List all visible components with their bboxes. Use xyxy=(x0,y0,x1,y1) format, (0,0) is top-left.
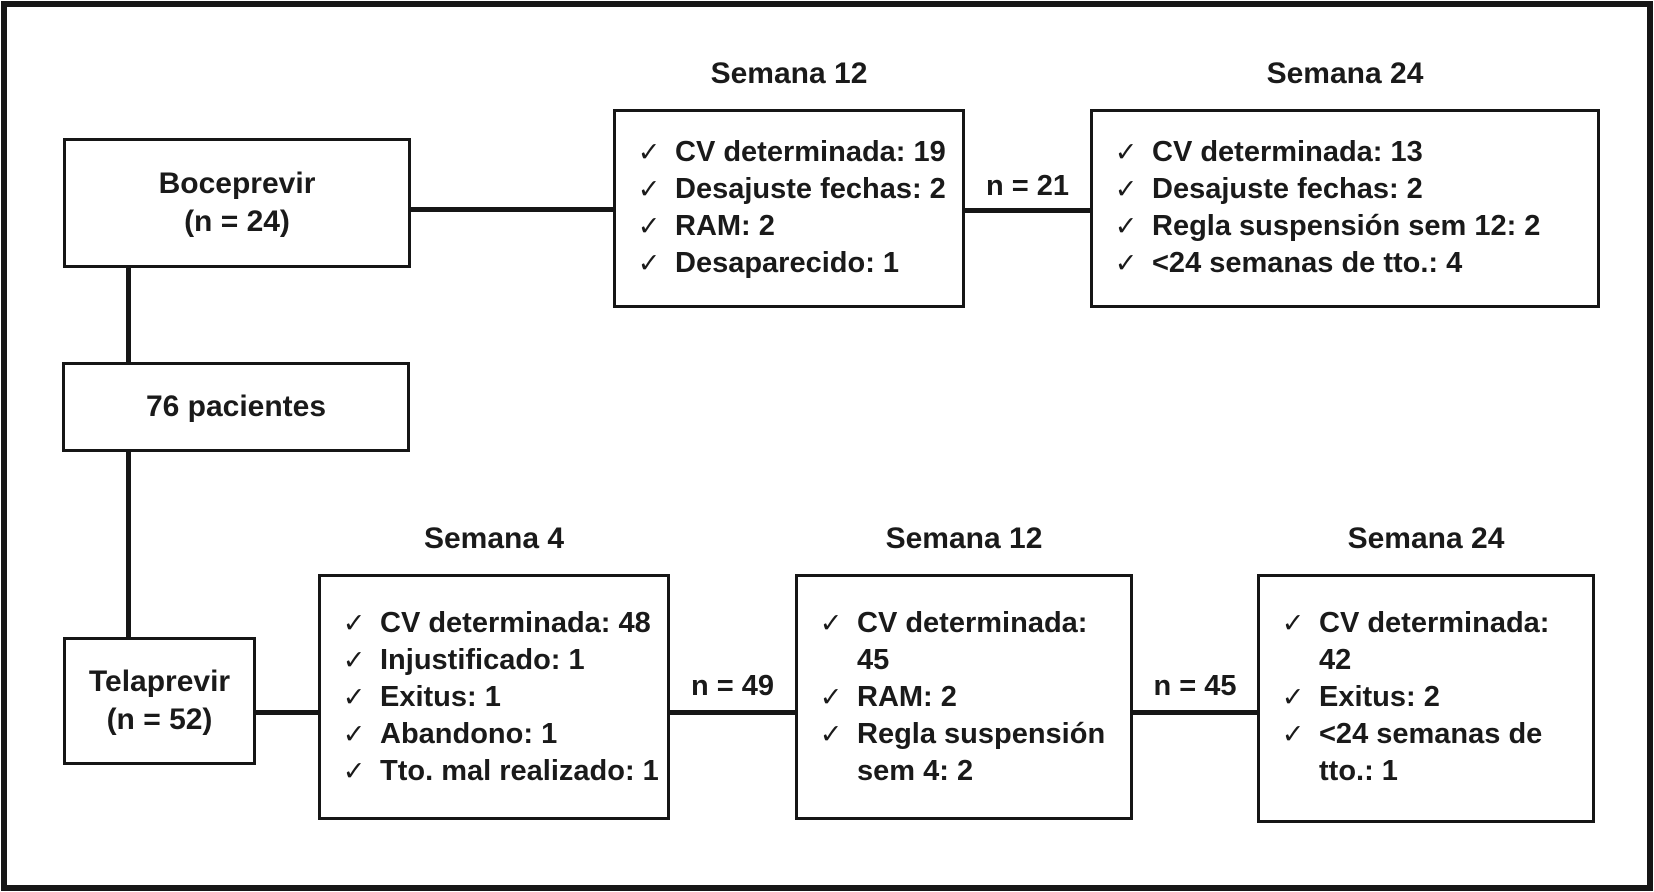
panel-telaprevir-semana-4: ✓ CV determinada: 48 ✓ Injustificado: 1 … xyxy=(318,574,670,820)
check-icon: ✓ xyxy=(637,137,661,167)
checklist-item-text: CV determinada: 42 xyxy=(1319,607,1550,676)
checklist-item-text: RAM: 2 xyxy=(675,210,775,242)
check-icon: ✓ xyxy=(1114,248,1138,278)
panel-title-boceprevir-semana-24: Semana 24 xyxy=(1266,57,1424,90)
checklist-item: ✓ Regla suspensión sem 4: 2 xyxy=(818,716,1122,790)
flow-count-label-n49: n = 49 xyxy=(690,670,775,702)
checklist-item: ✓ CV determinada: 48 xyxy=(341,605,659,642)
checklist-item: ✓ Regla suspensión sem 12: 2 xyxy=(1113,208,1589,245)
checklist-item-text: CV determinada: 13 xyxy=(1152,136,1423,168)
checklist-item: ✓ Exitus: 2 xyxy=(1280,679,1584,716)
check-icon: ✓ xyxy=(637,211,661,241)
checklist-item: ✓ Desajuste fechas: 2 xyxy=(636,171,954,208)
panel-boceprevir-semana-24: ✓ CV determinada: 13 ✓ Desajuste fechas:… xyxy=(1090,109,1600,308)
panel-title-telaprevir-semana-12: Semana 12 xyxy=(885,522,1043,555)
check-icon: ✓ xyxy=(342,756,366,786)
check-icon: ✓ xyxy=(342,682,366,712)
checklist-item-text: <24 semanas de tto.: 1 xyxy=(1319,718,1543,787)
check-icon: ✓ xyxy=(1281,682,1305,712)
check-icon: ✓ xyxy=(342,719,366,749)
arm-name: Boceprevir xyxy=(158,167,316,200)
panel-title-boceprevir-semana-12: Semana 12 xyxy=(710,57,868,90)
checklist-item: ✓ RAM: 2 xyxy=(636,208,954,245)
checklist-item-text: CV determinada: 48 xyxy=(380,607,651,639)
checklist-item: ✓ RAM: 2 xyxy=(818,679,1122,716)
connector-boceprevir-to-total xyxy=(126,265,131,364)
boceprevir-arm-node: Boceprevir (n = 24) xyxy=(63,138,411,268)
total-patients-label: 76 pacientes xyxy=(145,390,327,423)
checklist-item: ✓ Desajuste fechas: 2 xyxy=(1113,171,1589,208)
connector-semana-4-to-semana-12 xyxy=(669,710,796,715)
check-icon: ✓ xyxy=(1281,608,1305,638)
checklist-item: ✓ CV determinada: 42 xyxy=(1280,605,1584,679)
checklist-item-text: Desaparecido: 1 xyxy=(675,247,900,279)
flow-count-label-n45: n = 45 xyxy=(1153,670,1237,702)
arm-name: Telaprevir xyxy=(88,665,231,698)
checklist-item: ✓ CV determinada: 13 xyxy=(1113,134,1589,171)
connector-semana-12-to-semana-24-bottom xyxy=(1132,710,1258,715)
checklist-item-text: RAM: 2 xyxy=(857,681,957,713)
panel-boceprevir-semana-12: ✓ CV determinada: 19 ✓ Desajuste fechas:… xyxy=(613,109,965,308)
check-icon: ✓ xyxy=(819,719,843,749)
checklist-item-text: Desajuste fechas: 2 xyxy=(1152,173,1423,205)
flow-count-label-n21: n = 21 xyxy=(985,170,1070,202)
connector-total-to-telaprevir xyxy=(126,450,131,639)
arm-n: (n = 52) xyxy=(106,703,213,736)
panel-telaprevir-semana-12: ✓ CV determinada: 45 ✓ RAM: 2 ✓ Regla su… xyxy=(795,574,1133,820)
checklist-item-text: Desajuste fechas: 2 xyxy=(675,173,946,205)
check-icon: ✓ xyxy=(819,608,843,638)
checklist-item: ✓ CV determinada: 45 xyxy=(818,605,1122,679)
checklist-item: ✓ Desaparecido: 1 xyxy=(636,245,954,282)
connector-boceprevir-to-semana-12 xyxy=(410,207,614,212)
checklist-item: ✓ Abandono: 1 xyxy=(341,716,659,753)
checklist-item-text: CV determinada: 19 xyxy=(675,136,946,168)
checklist-item: ✓ Tto. mal realizado: 1 xyxy=(341,753,659,790)
check-icon: ✓ xyxy=(1114,211,1138,241)
total-patients-node: 76 pacientes xyxy=(62,362,410,452)
panel-title-telaprevir-semana-24: Semana 24 xyxy=(1347,522,1505,555)
connector-telaprevir-to-semana-4 xyxy=(255,710,319,715)
checklist-item: ✓ Exitus: 1 xyxy=(341,679,659,716)
checklist-item-text: CV determinada: 45 xyxy=(857,607,1088,676)
check-icon: ✓ xyxy=(342,608,366,638)
arm-n: (n = 24) xyxy=(184,205,290,238)
check-icon: ✓ xyxy=(1114,174,1138,204)
check-icon: ✓ xyxy=(819,682,843,712)
checklist-item-text: Regla suspensión sem 12: 2 xyxy=(1152,210,1541,242)
checklist-item-text: Injustificado: 1 xyxy=(380,644,585,676)
panel-telaprevir-semana-24: ✓ CV determinada: 42 ✓ Exitus: 2 ✓ <24 s… xyxy=(1257,574,1595,823)
checklist-item-text: Exitus: 1 xyxy=(380,681,501,713)
connector-semana-12-to-semana-24-top xyxy=(964,208,1091,213)
checklist-item: ✓ <24 semanas de tto.: 1 xyxy=(1280,716,1584,790)
checklist-item: ✓ CV determinada: 19 xyxy=(636,134,954,171)
checklist-item-text: Abandono: 1 xyxy=(380,718,558,750)
panel-title-telaprevir-semana-4: Semana 4 xyxy=(423,522,565,555)
checklist-item-text: Exitus: 2 xyxy=(1319,681,1440,713)
check-icon: ✓ xyxy=(637,248,661,278)
checklist-item-text: <24 semanas de tto.: 4 xyxy=(1152,247,1463,279)
checklist-item-text: Tto. mal realizado: 1 xyxy=(380,755,659,787)
check-icon: ✓ xyxy=(1281,719,1305,749)
check-icon: ✓ xyxy=(637,174,661,204)
check-icon: ✓ xyxy=(342,645,366,675)
checklist-item-text: Regla suspensión sem 4: 2 xyxy=(857,718,1106,787)
telaprevir-arm-node: Telaprevir (n = 52) xyxy=(63,637,256,765)
check-icon: ✓ xyxy=(1114,137,1138,167)
checklist-item: ✓ <24 semanas de tto.: 4 xyxy=(1113,245,1589,282)
checklist-item: ✓ Injustificado: 1 xyxy=(341,642,659,679)
